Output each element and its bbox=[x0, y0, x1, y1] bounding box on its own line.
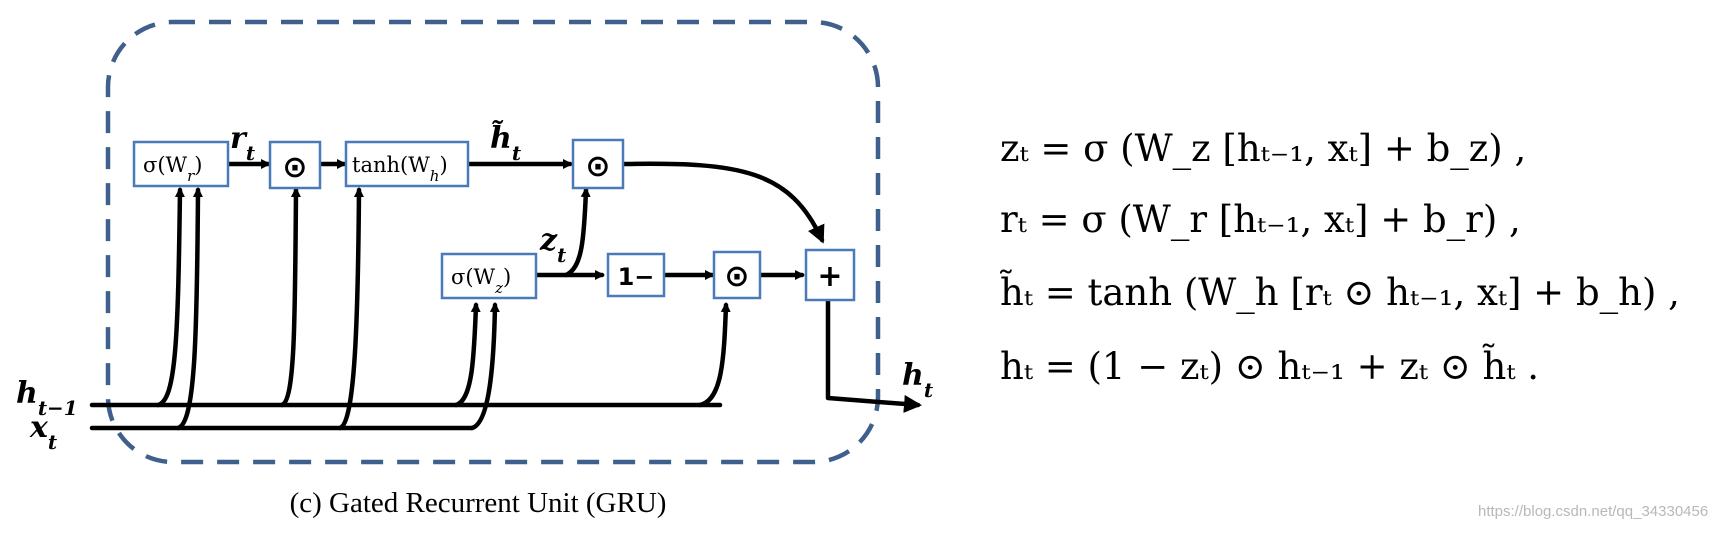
one-minus-label: 1− bbox=[618, 263, 655, 291]
output-line bbox=[825, 297, 922, 413]
tanh-paren: ) bbox=[439, 153, 447, 177]
one-minus-box: 1− bbox=[606, 252, 666, 298]
z-label: zt bbox=[539, 223, 567, 267]
sigma-z-box: σ(Wz) bbox=[440, 252, 538, 300]
z-up-to-hadamard bbox=[563, 187, 591, 278]
svg-text:σ(Wz): σ(Wz) bbox=[451, 265, 511, 297]
x-riser-tanh bbox=[337, 187, 364, 431]
hadamard-top-box: ⊙ bbox=[571, 138, 625, 190]
r-label: rt bbox=[230, 121, 256, 165]
tanh-sub: h bbox=[430, 167, 440, 185]
sigma-z-sub: z bbox=[494, 279, 503, 297]
svg-text:σ(Wr): σ(Wr) bbox=[143, 153, 203, 185]
watermark: https://blog.csdn.net/qq_34330456 bbox=[1478, 503, 1709, 520]
h-prev-label: ht−1 bbox=[16, 376, 78, 420]
h-riser-hadamard-r bbox=[279, 187, 301, 408]
sigma-z-paren: ) bbox=[503, 265, 511, 289]
h-riser-hadamard-3 bbox=[697, 302, 731, 408]
x-riser-sigma-r bbox=[175, 187, 203, 431]
plus-box: + bbox=[804, 248, 856, 302]
hadamard-top-to-plus bbox=[621, 161, 825, 244]
equation-reset-gate: rₜ = σ (W_r [hₜ₋₁, xₜ] + b_r) , bbox=[1000, 198, 1521, 241]
hadamard-r-symbol: ⊙ bbox=[282, 150, 307, 185]
x-label: xt bbox=[29, 410, 58, 454]
equation-candidate-state: h̃ₜ = tanh (W_h [rₜ ⊙ hₜ₋₁, xₜ] + b_h) , bbox=[1000, 271, 1680, 314]
sigma-r-paren: ) bbox=[194, 153, 202, 177]
equation-hidden-state: hₜ = (1 − zₜ) ⊙ hₜ₋₁ + zₜ ⊙ h̃ₜ . bbox=[1000, 345, 1540, 388]
htilde-label: h̃t bbox=[490, 121, 522, 165]
sigma-z-label: σ(W bbox=[451, 265, 496, 289]
hadamard-top-symbol: ⊙ bbox=[585, 149, 610, 184]
hadamard-bottom-box: ⊙ bbox=[712, 250, 762, 300]
tanh-label: tanh(W bbox=[352, 153, 430, 177]
sigma-r-sub: r bbox=[187, 167, 195, 185]
hadamard-bottom-symbol: ⊙ bbox=[724, 259, 749, 294]
gru-cell-border bbox=[105, 19, 881, 465]
hadamard-r-box: ⊙ bbox=[268, 140, 322, 190]
diagram-caption: (c) Gated Recurrent Unit (GRU) bbox=[290, 487, 667, 519]
svg-text:tanh(Wh): tanh(Wh) bbox=[352, 153, 448, 185]
sigma-r-label: σ(W bbox=[143, 153, 188, 177]
equation-update-gate: zₜ = σ (W_z [hₜ₋₁, xₜ] + b_z) , bbox=[1000, 127, 1527, 170]
h-riser-sigma-z bbox=[453, 302, 481, 408]
h-riser-sigma-r bbox=[155, 187, 185, 408]
plus-symbol: + bbox=[817, 259, 842, 294]
tanh-box: tanh(Wh) bbox=[344, 140, 470, 188]
h-output-label: ht bbox=[902, 358, 934, 402]
sigma-r-box: σ(Wr) bbox=[132, 140, 230, 188]
x-riser-sigma-z bbox=[469, 302, 500, 431]
